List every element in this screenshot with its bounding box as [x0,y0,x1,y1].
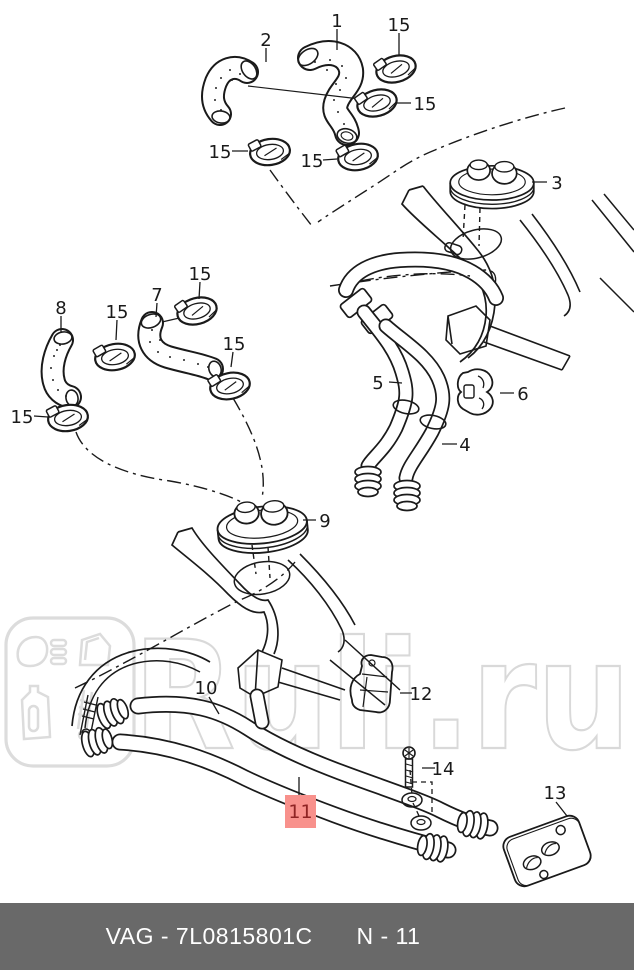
callout-4: 4 [459,435,470,456]
clamp-15-h [44,399,91,435]
callout-8: 8 [55,298,66,319]
footer-catalog-code: VAG - 7L0815801C [105,923,313,949]
hose-1-speckles [314,59,347,125]
callout-3: 3 [551,173,562,194]
pipe-4 [378,318,451,512]
callout-15b: 15 [414,94,437,115]
callout-15e: 15 [189,264,212,285]
body-panel-top [400,185,634,371]
hose-1 [297,40,365,146]
callout-1: 1 [331,11,342,32]
callout-15d: 15 [301,151,324,172]
callout-14: 14 [432,759,455,780]
hose-8-speckles [50,344,67,397]
pipe-5 [354,304,414,498]
pipe-assembly-10-11 [78,688,499,864]
footer-bar: VAG - 7L0815801C N - 11 [0,903,634,970]
hose-2-speckles [214,69,241,111]
clip-6 [456,368,494,416]
gasket-13 [502,814,592,888]
hose-2 [200,55,361,126]
callout-12: 12 [410,684,433,705]
routing-line-lower [74,561,296,689]
grommet-3 [449,159,535,210]
callout-15a: 15 [388,15,411,36]
highlight-box [285,795,316,828]
bracket-12 [349,654,394,714]
hose-7 [137,311,224,381]
clamp-15-d [246,133,293,169]
line-art [40,40,634,888]
clamp-15-e [172,290,221,331]
callout-5: 5 [372,373,383,394]
highlight-label: 11 [288,801,312,823]
clamp-15-a [371,48,420,89]
clamp-15-f [90,338,139,375]
footer-page-ref: N - 11 [356,923,421,949]
routing-line-middle [75,397,264,508]
callout-labels: 1 2 15 15 15 15 3 15 8 15 7 15 15 5 6 4 … [11,11,567,804]
callout-10: 10 [195,678,218,699]
clamp-15-b [352,82,401,123]
callout-9: 9 [319,511,330,532]
callout-2: 2 [260,30,271,51]
callout-15c: 15 [209,142,232,163]
callout-leader-lines [33,29,568,817]
footer-text: VAG - 7L0815801C N - 11 [106,923,421,950]
routing-line-mid [359,273,471,282]
grommet-9 [214,495,311,559]
hose-8 [40,328,82,409]
pipes-upper [338,251,504,335]
callout-15f: 15 [106,302,129,323]
callout-7: 7 [151,285,162,306]
callout-15h: 15 [11,407,34,428]
shock-absorber [79,694,99,738]
callout-15g: 15 [223,334,246,355]
screw-14 [402,746,416,788]
callout-13: 13 [544,783,567,804]
highlighted-callout-11: 11 [285,795,316,828]
hose-7-speckles [149,329,209,368]
callout-6: 6 [517,384,528,405]
